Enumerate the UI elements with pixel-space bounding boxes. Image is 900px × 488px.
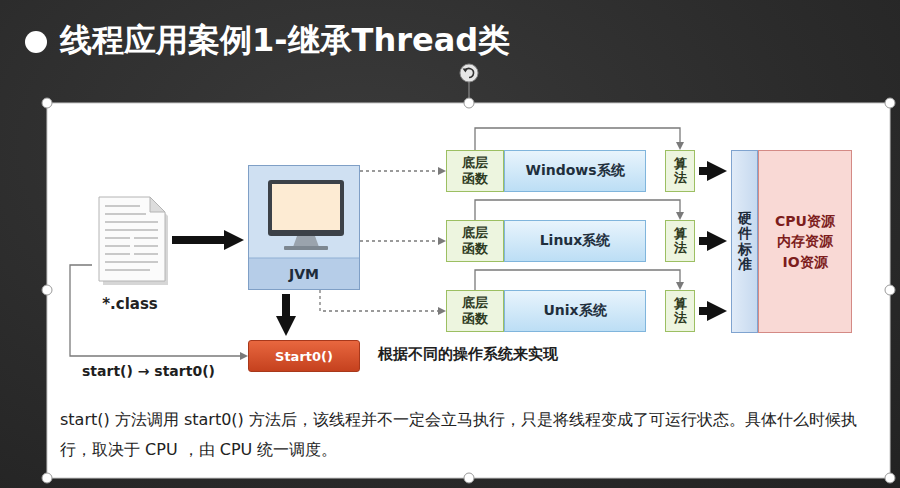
algorithm-box: 算法 [665,290,695,332]
document-page [99,197,165,281]
thick-arrow [699,167,707,175]
node-text: 算法 [674,297,687,326]
node-text: Linux系统 [540,232,611,250]
monitor-frame [268,180,344,236]
node-text: 算法 [674,227,687,256]
node-text: CPU资源 内存资源 IO资源 [759,211,851,272]
algorithm-box: 算法 [665,220,695,262]
document-lines [105,206,158,270]
class-file-icon: *.class [92,193,168,313]
connector-line [360,170,438,171]
node-text: 底层函数 [462,225,488,256]
jvm-fill [248,165,360,290]
connector-label: start() → start0() [80,363,217,379]
document-fold [150,197,165,212]
node-text: JVM [289,266,319,282]
node-text: *.class [102,295,158,313]
monitor-base [284,246,328,250]
monitor-stand [293,236,319,247]
image-panel [47,103,890,478]
native-function-box: 底层函数 [446,290,504,332]
connector-line [320,290,438,311]
node-text: Start0() [275,349,333,364]
connector-line [475,270,680,290]
os-box: Windows系统 [504,150,646,192]
native-function-box: 底层函数 [446,220,504,262]
connector-line [475,128,680,150]
note-label: 根据不同的操作系统来实现 [378,345,558,364]
native-function-box: 底层函数 [446,150,504,192]
hardware-standard-box: 硬件标准 [731,150,758,333]
jvm-band [248,258,360,290]
node-text: 底层函数 [462,155,488,186]
slide-title: 线程应用案例1-继承Thread类 [60,19,510,63]
caption-text: start() 方法调用 start0() 方法后，该线程并不一定会立马执行，只… [60,405,872,466]
native-method-box: Start0() [248,340,360,372]
os-box: Unix系统 [504,290,646,332]
algorithm-box: 算法 [665,150,695,192]
monitor-screen [272,184,340,230]
thick-arrow [282,294,290,316]
node-text: 硬件标准 [738,211,752,273]
resource-box: CPU资源 内存资源 IO资源 [758,150,852,333]
jvm-box: JVM [248,165,360,290]
rotate-icon-head [463,69,468,73]
node-text: 底层函数 [462,295,488,326]
title-bullet [25,31,47,53]
thick-arrow [699,237,707,245]
node-text: Windows系统 [525,162,624,180]
node-text: Unix系统 [543,302,606,320]
thick-arrow [699,307,707,315]
rotate-handle [460,64,478,82]
connector-line [70,265,240,356]
node-text: 算法 [674,157,687,186]
thick-arrow [172,236,224,244]
os-box: Linux系统 [504,220,646,262]
connector-line [475,200,680,220]
jvm-divider [248,258,360,259]
connector-line [360,240,438,241]
selection-handles [42,98,895,483]
